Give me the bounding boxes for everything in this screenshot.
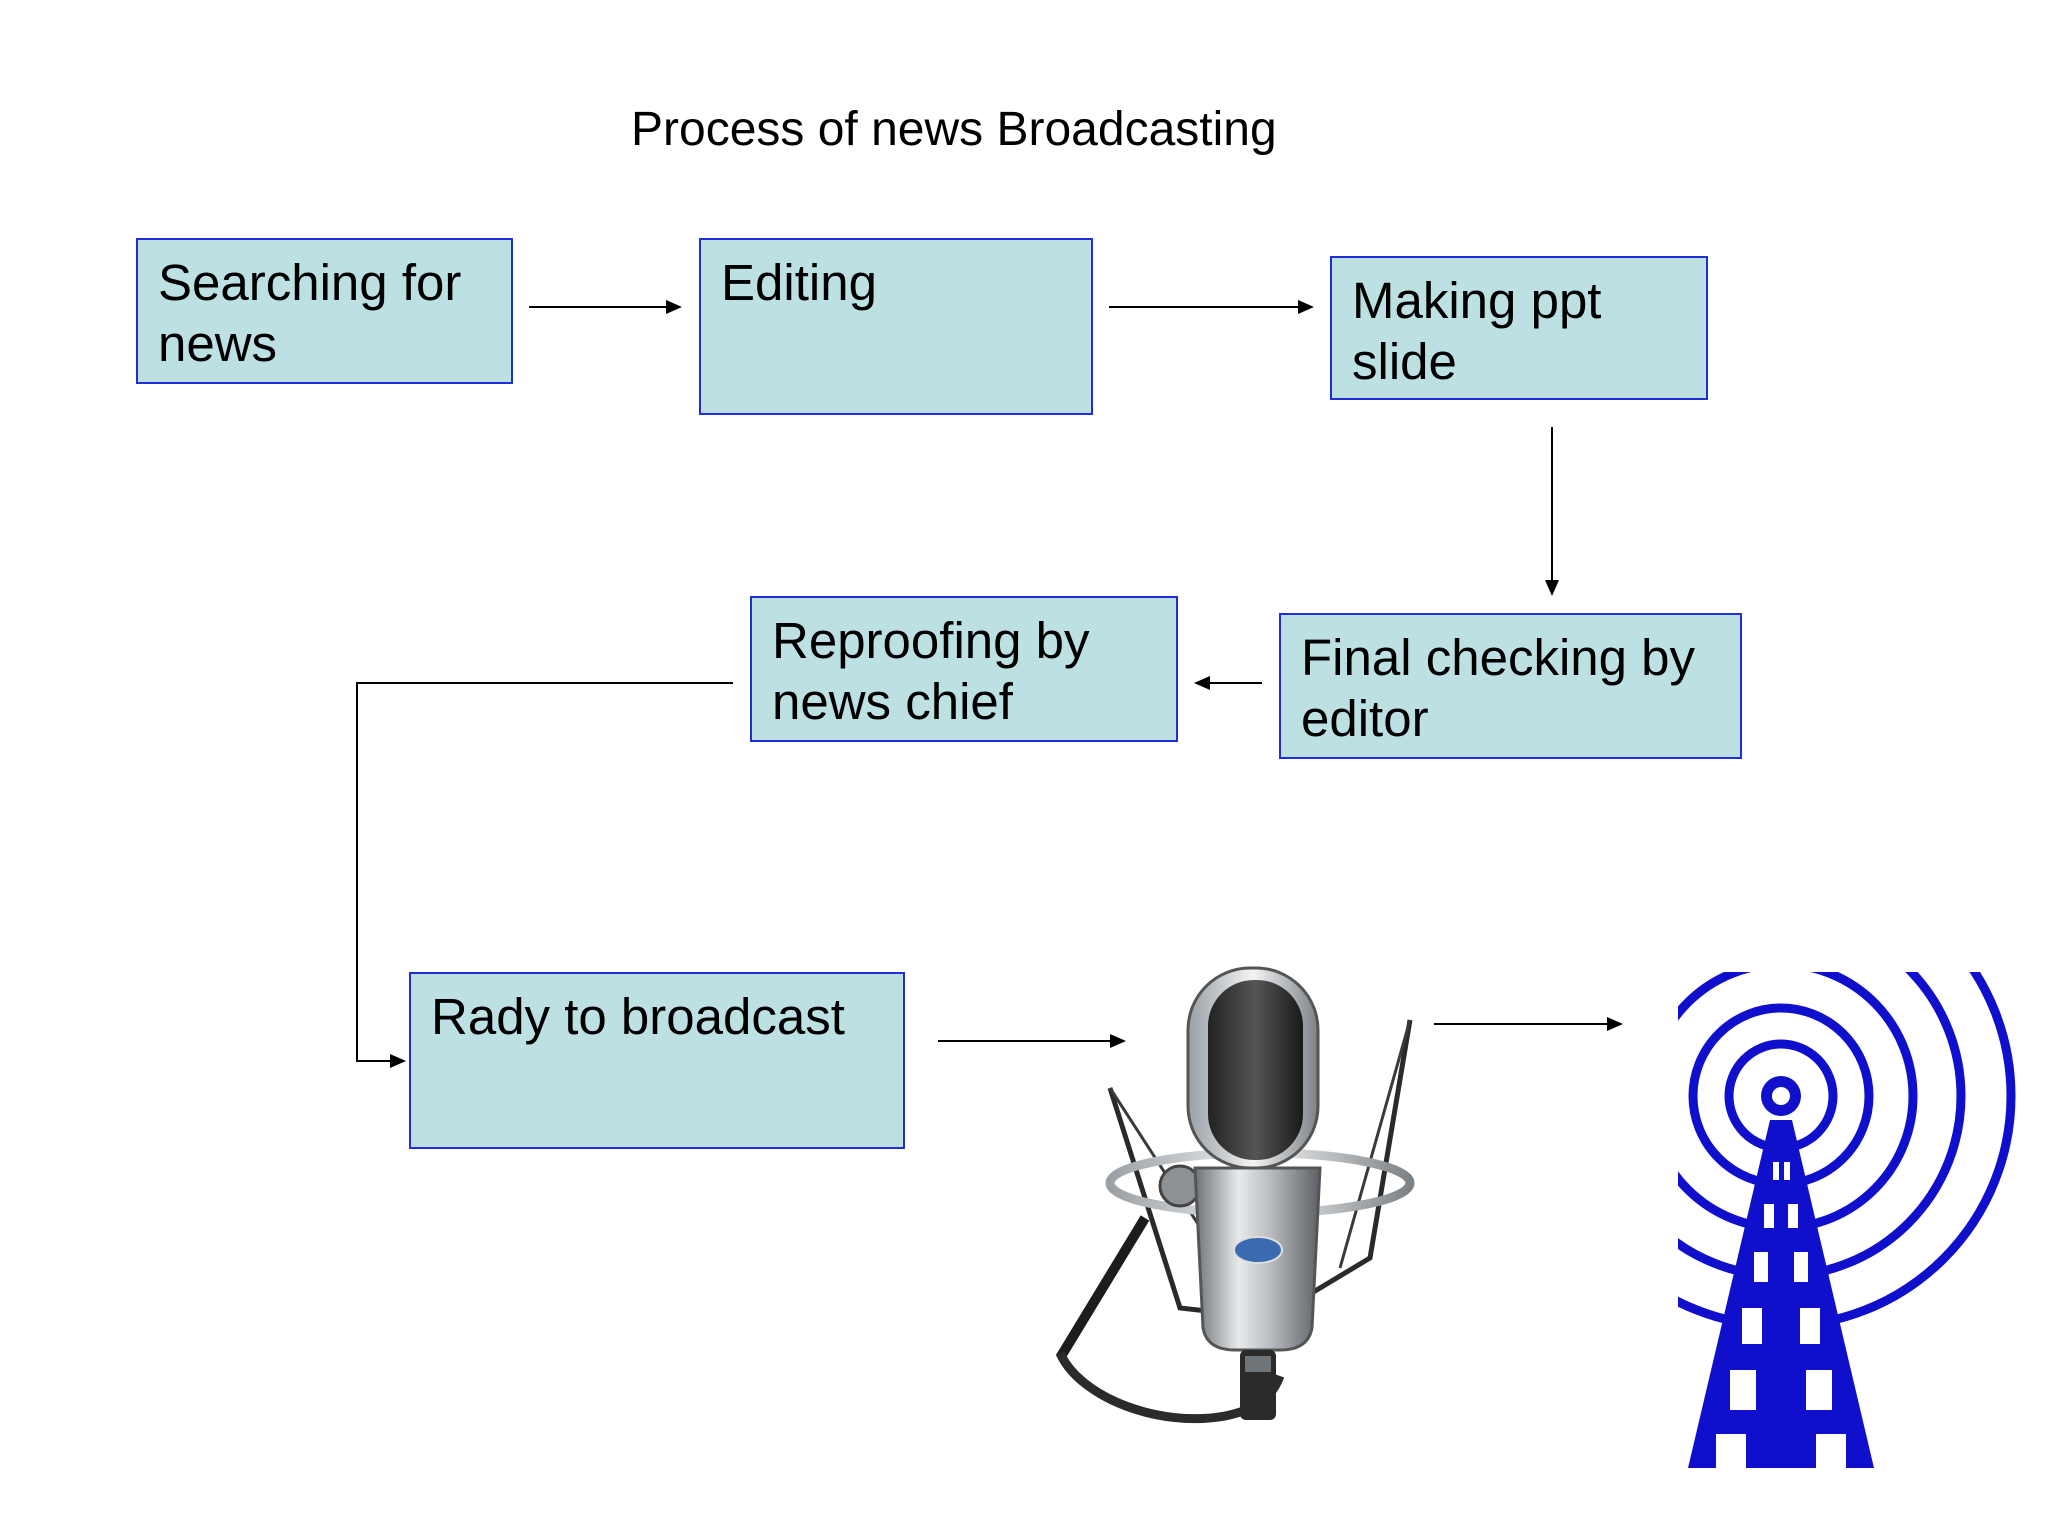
arrow-searching-to-editing (529, 300, 682, 314)
step-final-checking: Final checking by editor (1279, 613, 1742, 759)
diagram-title: Process of news Broadcasting (631, 103, 1277, 156)
step-searching-for-news: Searching for news (136, 238, 513, 384)
step-ready-to-broadcast: Rady to broadcast (409, 972, 905, 1149)
step-making-ppt-slide: Making ppt slide (1330, 256, 1708, 400)
step-reproofing: Reproofing by news chief (750, 596, 1178, 742)
broadcast-tower-icon (1678, 972, 2018, 1468)
arrow-final-check-to-reproofing (1194, 676, 1262, 690)
step-editing: Editing (699, 238, 1093, 415)
arrow-making-slide-to-final-check (1545, 427, 1559, 596)
studio-microphone-icon (1040, 958, 1480, 1468)
arrow-editing-to-making-slide (1109, 300, 1314, 314)
